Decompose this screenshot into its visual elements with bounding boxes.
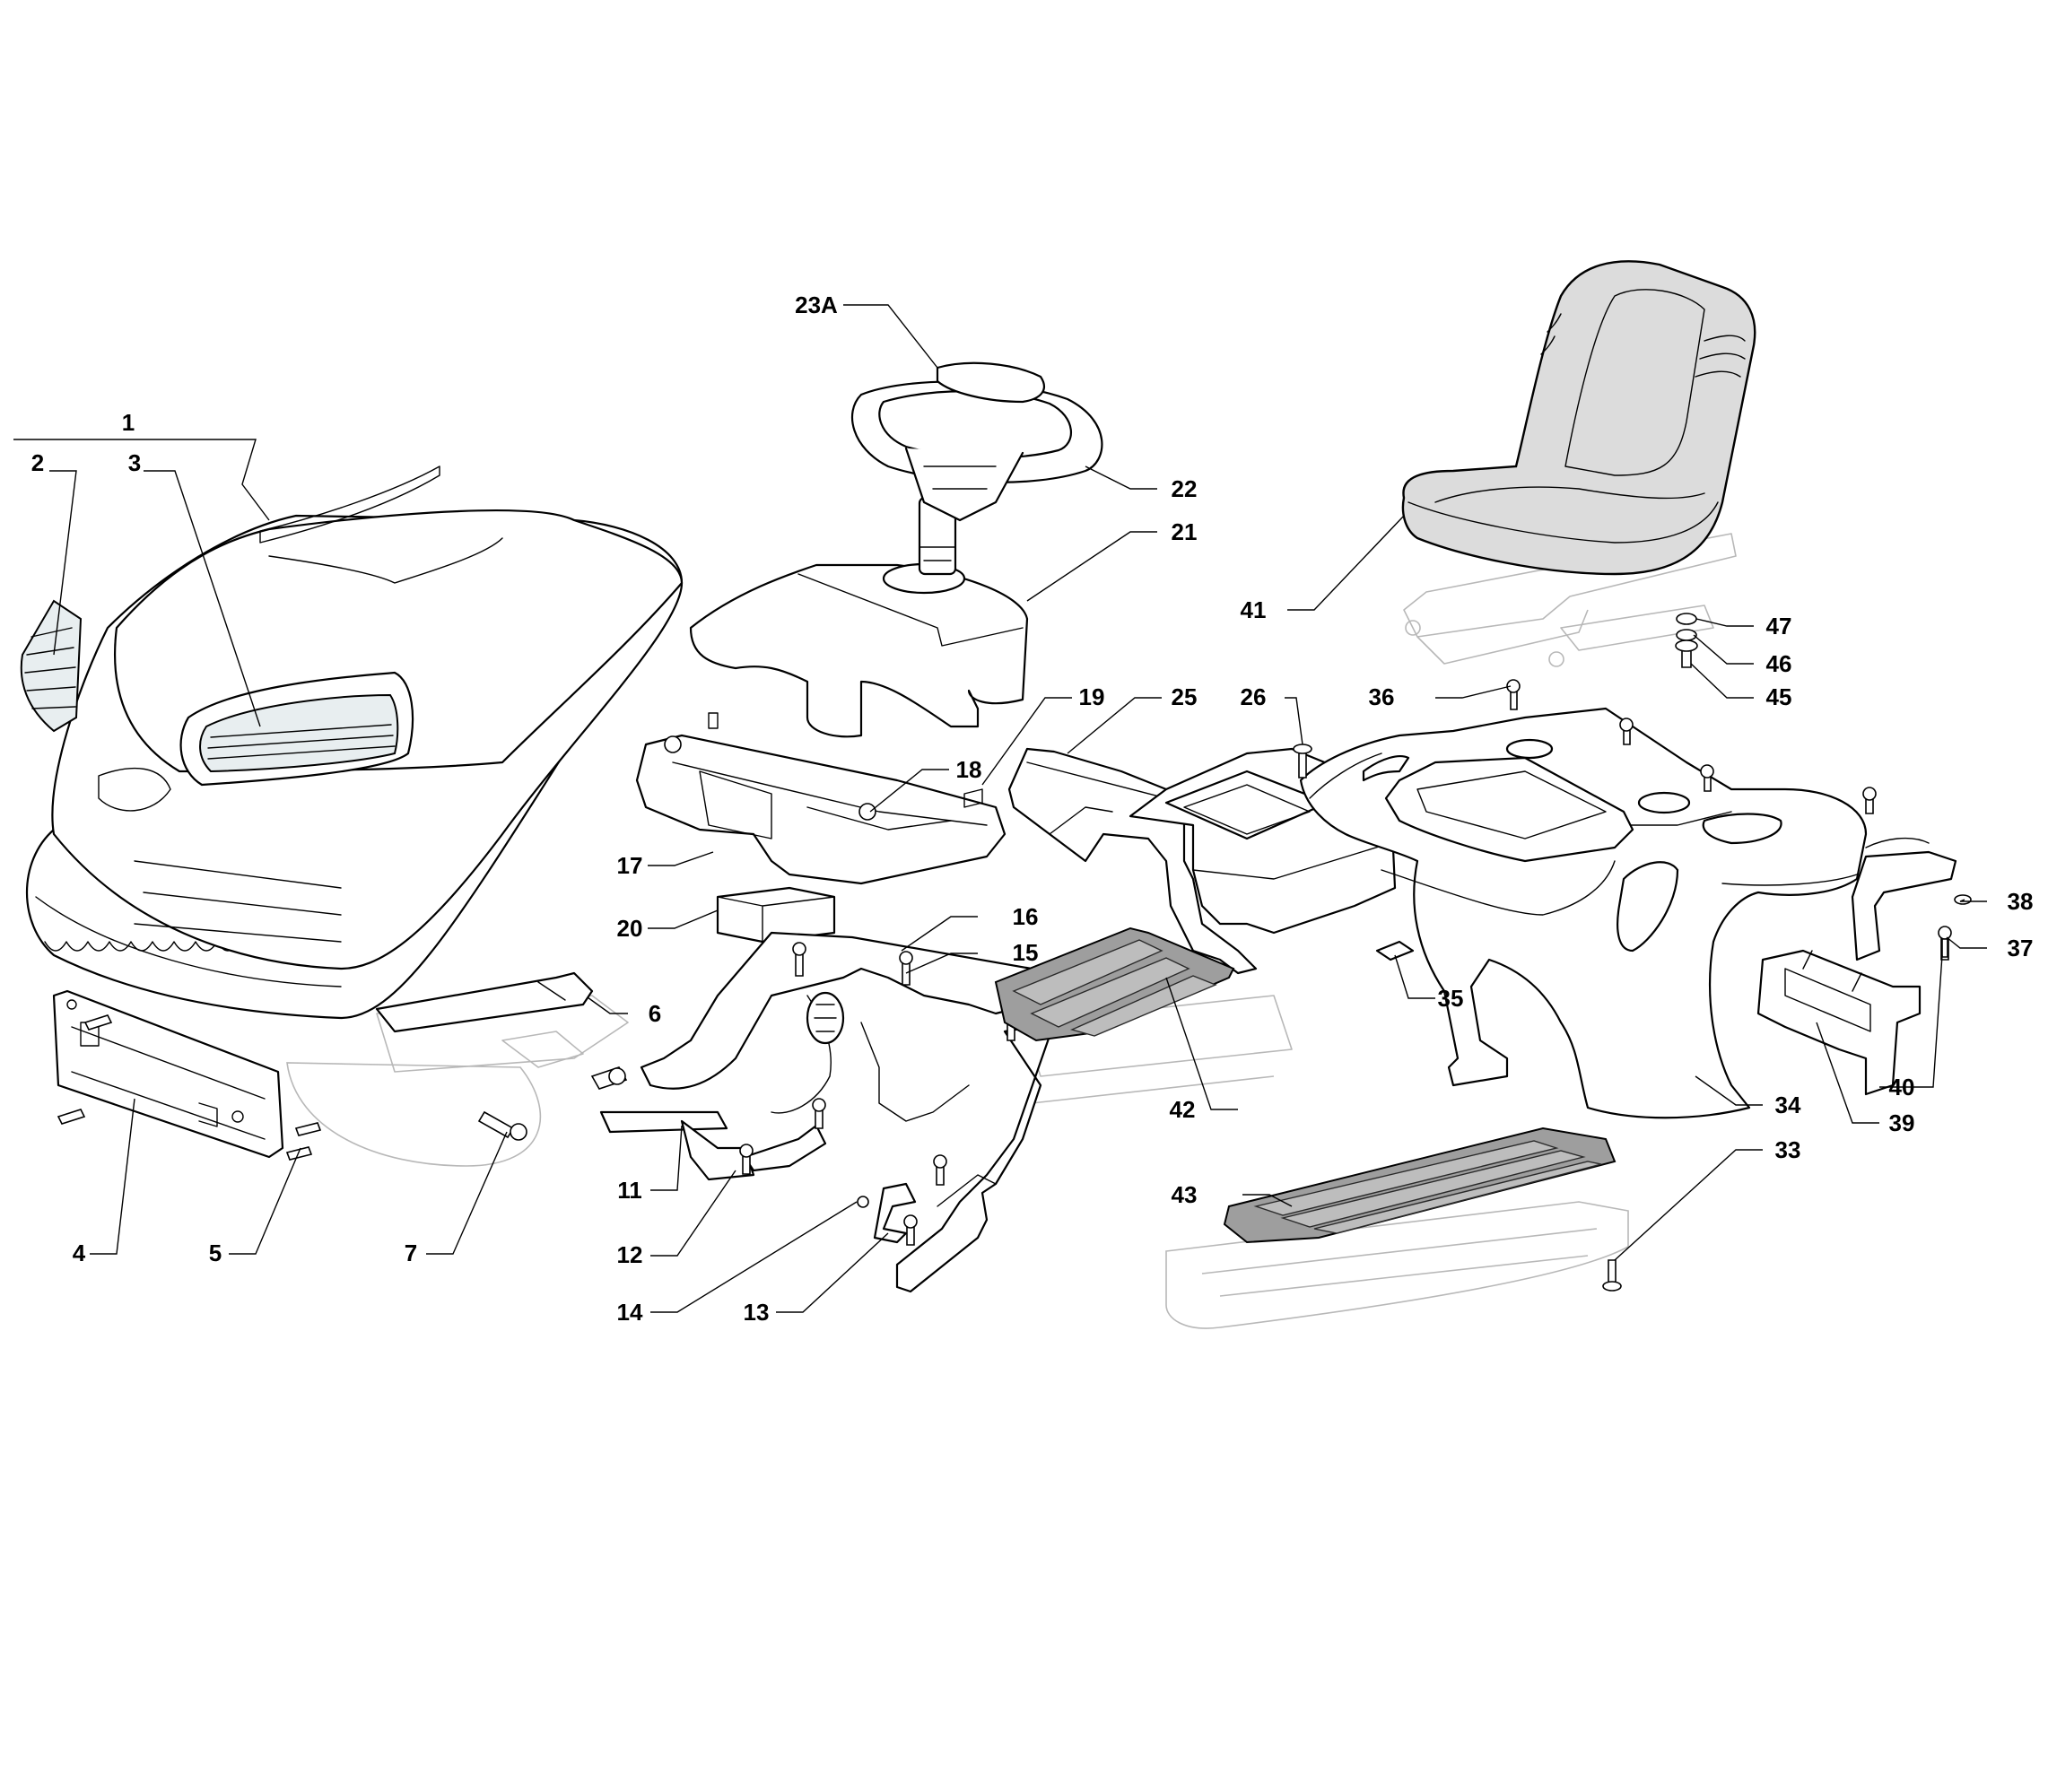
callout-42: 42 (1170, 1096, 1196, 1123)
leader-47 (1695, 618, 1754, 627)
leader-13 (776, 1232, 889, 1313)
callout-6: 6 (649, 1000, 661, 1027)
leader-46 (1693, 634, 1754, 665)
leader-15 (905, 953, 978, 974)
leader-11 (650, 1125, 683, 1191)
hood (25, 465, 684, 1020)
leader-36 (1435, 685, 1512, 699)
foot-mat-lower (1223, 1127, 1617, 1244)
leader-41 (1287, 515, 1405, 611)
leader-34 (1695, 1075, 1763, 1106)
callout-19: 19 (1079, 683, 1105, 710)
leader-42 (1165, 977, 1238, 1110)
callout-43: 43 (1172, 1181, 1198, 1208)
callout-13: 13 (744, 1299, 770, 1326)
callout-46: 46 (1766, 650, 1792, 677)
callout-16: 16 (1013, 903, 1039, 930)
front-linkage (375, 971, 628, 1141)
callout-11: 11 (617, 1177, 642, 1204)
callout-39: 39 (1889, 1109, 1915, 1136)
front-frame (599, 931, 1051, 1293)
leader-2 (49, 470, 77, 656)
leader-7 (426, 1131, 508, 1255)
callout-22: 22 (1172, 475, 1198, 502)
leader-3 (144, 470, 261, 727)
leader-1 (13, 439, 270, 521)
callout-40: 40 (1889, 1074, 1915, 1100)
callout-34: 34 (1775, 1092, 1801, 1118)
callout-15: 15 (1013, 939, 1039, 966)
leader-39 (1816, 1022, 1879, 1124)
rear-fender (1299, 707, 1868, 1119)
leader-12 (650, 1170, 736, 1257)
leader-19 (981, 697, 1072, 786)
callout-14: 14 (617, 1299, 643, 1326)
callout-21: 21 (1172, 518, 1198, 545)
callout-5: 5 (209, 1240, 222, 1266)
side-grille (20, 599, 83, 733)
seat (1401, 260, 1756, 576)
callout-26: 26 (1241, 683, 1267, 710)
callout-labels: 1 2 3 4 5 6 7 11 12 13 14 15 16 17 18 19… (31, 291, 2034, 1326)
leader-5 (229, 1147, 301, 1255)
leader-21 (1026, 531, 1157, 602)
callout-36: 36 (1369, 683, 1395, 710)
callout-12: 12 (617, 1241, 643, 1268)
foot-mat-upper (994, 926, 1235, 1042)
leader-38 (1959, 899, 1987, 902)
leader-40 (1879, 954, 1943, 1088)
dash-panel (635, 712, 1007, 944)
leader-43 (1242, 1194, 1293, 1207)
leader-lines (13, 304, 1987, 1313)
callout-47: 47 (1766, 613, 1792, 639)
rear-bracket (1756, 837, 1957, 1096)
callout-25: 25 (1172, 683, 1198, 710)
leader-14 (650, 1201, 858, 1313)
leader-25 (1067, 697, 1162, 754)
leader-45 (1690, 663, 1754, 699)
callout-17: 17 (617, 852, 643, 879)
leader-20 (648, 909, 719, 929)
bracket-screws (57, 1014, 322, 1161)
callout-33: 33 (1775, 1136, 1801, 1163)
leader-16 (901, 916, 978, 952)
leader-37 (1946, 936, 1987, 949)
callout-23A: 23A (795, 291, 838, 318)
leader-4 (90, 1098, 135, 1255)
callout-41: 41 (1241, 596, 1267, 623)
leader-6 (587, 996, 628, 1014)
leader-23A (843, 304, 938, 369)
leader-33 (1614, 1149, 1763, 1261)
steering-assembly (689, 361, 1103, 738)
callout-37: 37 (2008, 935, 2034, 961)
callout-45: 45 (1766, 683, 1792, 710)
callout-4: 4 (73, 1240, 86, 1266)
callout-2: 2 (31, 449, 44, 476)
callout-1: 1 (122, 409, 135, 436)
callout-20: 20 (617, 915, 643, 942)
leader-18 (869, 769, 949, 813)
clip-35 (1375, 940, 1415, 961)
front-bracket (52, 989, 284, 1159)
leader-35 (1394, 954, 1435, 999)
callout-3: 3 (128, 449, 141, 476)
hardware (1293, 613, 1972, 1292)
leader-17 (648, 851, 714, 866)
callout-35: 35 (1438, 985, 1464, 1012)
callout-18: 18 (956, 756, 982, 783)
callout-7: 7 (405, 1240, 417, 1266)
ghost-chassis (286, 533, 1737, 1329)
callout-38: 38 (2008, 888, 2034, 915)
leader-26 (1285, 697, 1303, 745)
leader-22 (1085, 465, 1157, 490)
